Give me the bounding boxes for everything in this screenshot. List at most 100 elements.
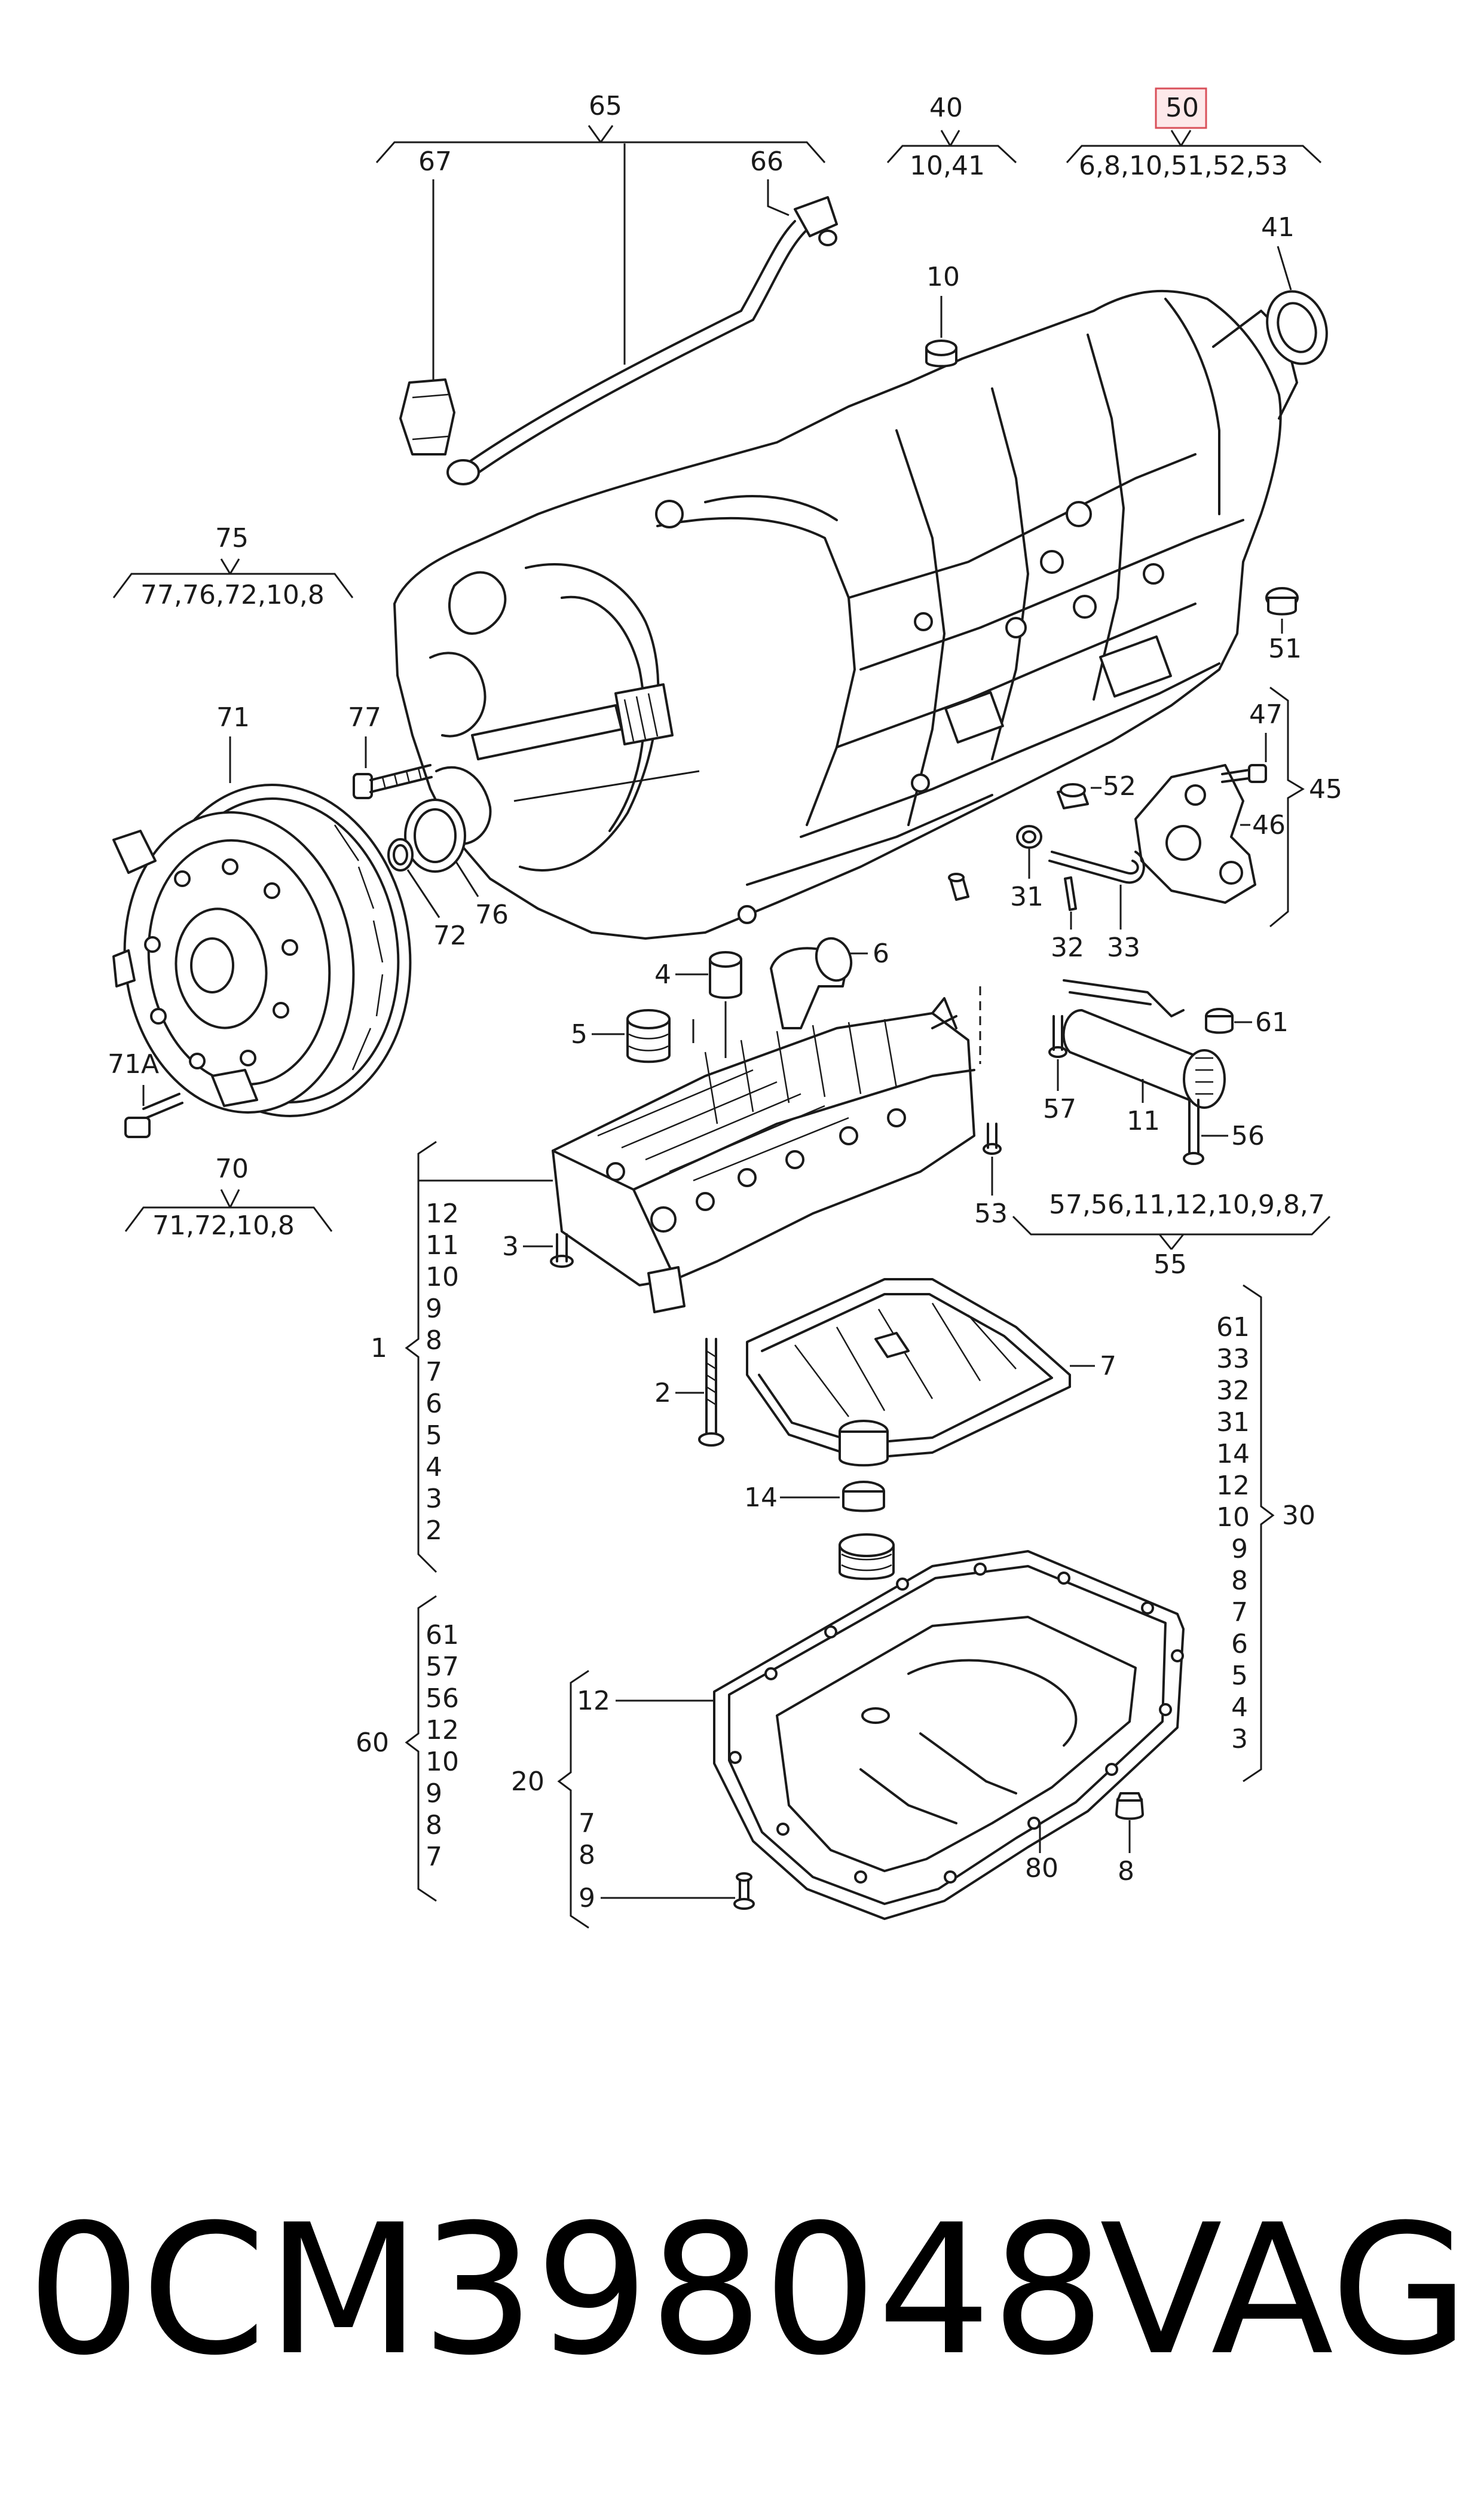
label-31: 31	[1010, 882, 1044, 912]
label-50-list: 6,8,10,51,52,53	[1079, 151, 1288, 181]
label-5: 5	[571, 1019, 588, 1050]
label-60: 60	[356, 1728, 389, 1758]
label-40: 40	[929, 93, 963, 123]
bolt-53: 53	[974, 1123, 1008, 1229]
group-30-item-1: 33	[1216, 1344, 1250, 1374]
seal-ring-41: 41	[1261, 212, 1328, 365]
label-53: 53	[974, 1199, 1008, 1229]
group-30-item-12: 4	[1231, 1692, 1248, 1723]
group-60-item-1: 57	[426, 1652, 459, 1682]
group-60-item-5: 9	[426, 1778, 442, 1809]
filter-14b	[839, 1533, 895, 1580]
group-60-item-2: 56	[426, 1683, 459, 1714]
pin-32: 32	[1051, 876, 1084, 963]
bolt-3: 3	[502, 1231, 574, 1268]
group-30-item-5: 12	[1216, 1471, 1250, 1501]
group-65-bracket: 65 67 66	[375, 91, 826, 406]
label-47: 47	[1249, 699, 1283, 730]
label-45: 45	[1309, 774, 1342, 805]
label-2: 2	[654, 1378, 671, 1408]
label-66: 66	[750, 146, 784, 177]
seal-76: 76	[404, 799, 509, 930]
group-30-item-7: 9	[1231, 1534, 1248, 1564]
label-46: 46	[1252, 810, 1286, 840]
group-60-item-6: 8	[426, 1810, 442, 1841]
label-76: 76	[475, 900, 509, 930]
group-1-list: 1 12 11 10 9 8 7 6 5 4 3 2	[371, 1141, 459, 1573]
label-50: 50	[1165, 93, 1199, 123]
group-30-item-3: 31	[1216, 1407, 1250, 1438]
group-20-item-1: 7	[579, 1808, 595, 1839]
coolant-pipe	[446, 196, 838, 485]
group-1-item-9: 3	[426, 1484, 442, 1514]
label-6: 6	[873, 938, 889, 969]
oil-filter-7: 7	[746, 1278, 1116, 1460]
label-75-list: 77,76,72,10,8	[140, 580, 325, 610]
label-7: 7	[1100, 1351, 1116, 1381]
group-70-bracket: 70 71,72,10,8	[124, 1154, 333, 1241]
label-71a: 71A	[108, 1049, 159, 1080]
plug-10-top: 10	[925, 262, 960, 368]
sleeve-small	[948, 873, 969, 901]
solenoid-11: 11	[1062, 979, 1226, 1136]
label-41: 41	[1261, 212, 1295, 243]
group-30-item-13: 3	[1231, 1724, 1248, 1754]
group-1-item-4: 8	[426, 1325, 442, 1356]
group-1-item-5: 7	[426, 1357, 442, 1387]
group-20-item-2: 8	[579, 1840, 595, 1870]
label-20: 20	[511, 1766, 544, 1797]
label-65: 65	[589, 91, 622, 121]
label-70-list: 71,72,10,8	[152, 1210, 295, 1241]
bolt-2: 2	[654, 1338, 724, 1447]
hose-clip-67	[399, 378, 455, 455]
bolt-57-solenoid: 57	[1043, 1015, 1076, 1124]
torque-converter: 71	[112, 702, 412, 1117]
group-30-item-2: 32	[1216, 1375, 1250, 1406]
label-56-solenoid: 56	[1231, 1121, 1265, 1151]
bolt-9-pan	[733, 1872, 755, 1910]
label-70: 70	[215, 1154, 249, 1184]
group-30-item-11: 5	[1231, 1661, 1248, 1691]
label-32: 32	[1051, 933, 1084, 963]
group-30-item-6: 10	[1216, 1502, 1250, 1533]
label-71: 71	[216, 702, 250, 733]
label-10-top: 10	[926, 262, 960, 292]
strainer-seal-14: 14	[744, 1420, 889, 1513]
group-1-item-1: 11	[426, 1230, 459, 1261]
sleeve-4: 4	[654, 951, 742, 999]
group-60-list: 60 61 57 56 12 10 9 8 7	[356, 1595, 459, 1902]
group-30-item-0: 61	[1216, 1312, 1250, 1343]
label-11: 11	[1127, 1106, 1160, 1136]
label-8-drain: 8	[1118, 1856, 1134, 1887]
group-60-item-7: 7	[426, 1842, 442, 1872]
bracket-46: 46	[1134, 764, 1286, 904]
group-55-bracket: 57,56,11,12,10,9,8,7 55	[1012, 1190, 1331, 1280]
label-72: 72	[433, 921, 467, 951]
brand-name: VAG	[1100, 2186, 1469, 2395]
group-40-bracket: 40 10,41	[886, 93, 1017, 181]
label-61-solenoid: 61	[1255, 1007, 1289, 1038]
transmission-housing	[393, 289, 1298, 940]
o-ring-72: 72	[387, 838, 467, 951]
label-51: 51	[1268, 634, 1302, 664]
group-20-item-3: 9	[579, 1883, 595, 1913]
label-30: 30	[1282, 1500, 1315, 1531]
group-60-item-3: 12	[426, 1715, 459, 1745]
label-1: 1	[371, 1333, 387, 1364]
nut-61: 61	[1205, 1007, 1289, 1038]
label-75: 75	[215, 523, 249, 554]
ring-31: 31	[1010, 825, 1044, 912]
label-67: 67	[418, 146, 452, 177]
bolt-47: 47	[1221, 699, 1283, 783]
connector-6: 6	[770, 937, 889, 1029]
label-57-solenoid: 57	[1043, 1094, 1076, 1124]
oil-pan-80: 80	[713, 1550, 1185, 1920]
valve-body	[552, 986, 981, 1313]
filter-5: 5	[571, 1009, 671, 1063]
label-33: 33	[1107, 933, 1140, 963]
group-60-item-4: 10	[426, 1747, 459, 1777]
nut-52: 52	[1057, 771, 1136, 809]
bolt-56: 56	[1183, 1099, 1265, 1165]
group-20-list: 20 12 7 8 9	[511, 1670, 735, 1929]
